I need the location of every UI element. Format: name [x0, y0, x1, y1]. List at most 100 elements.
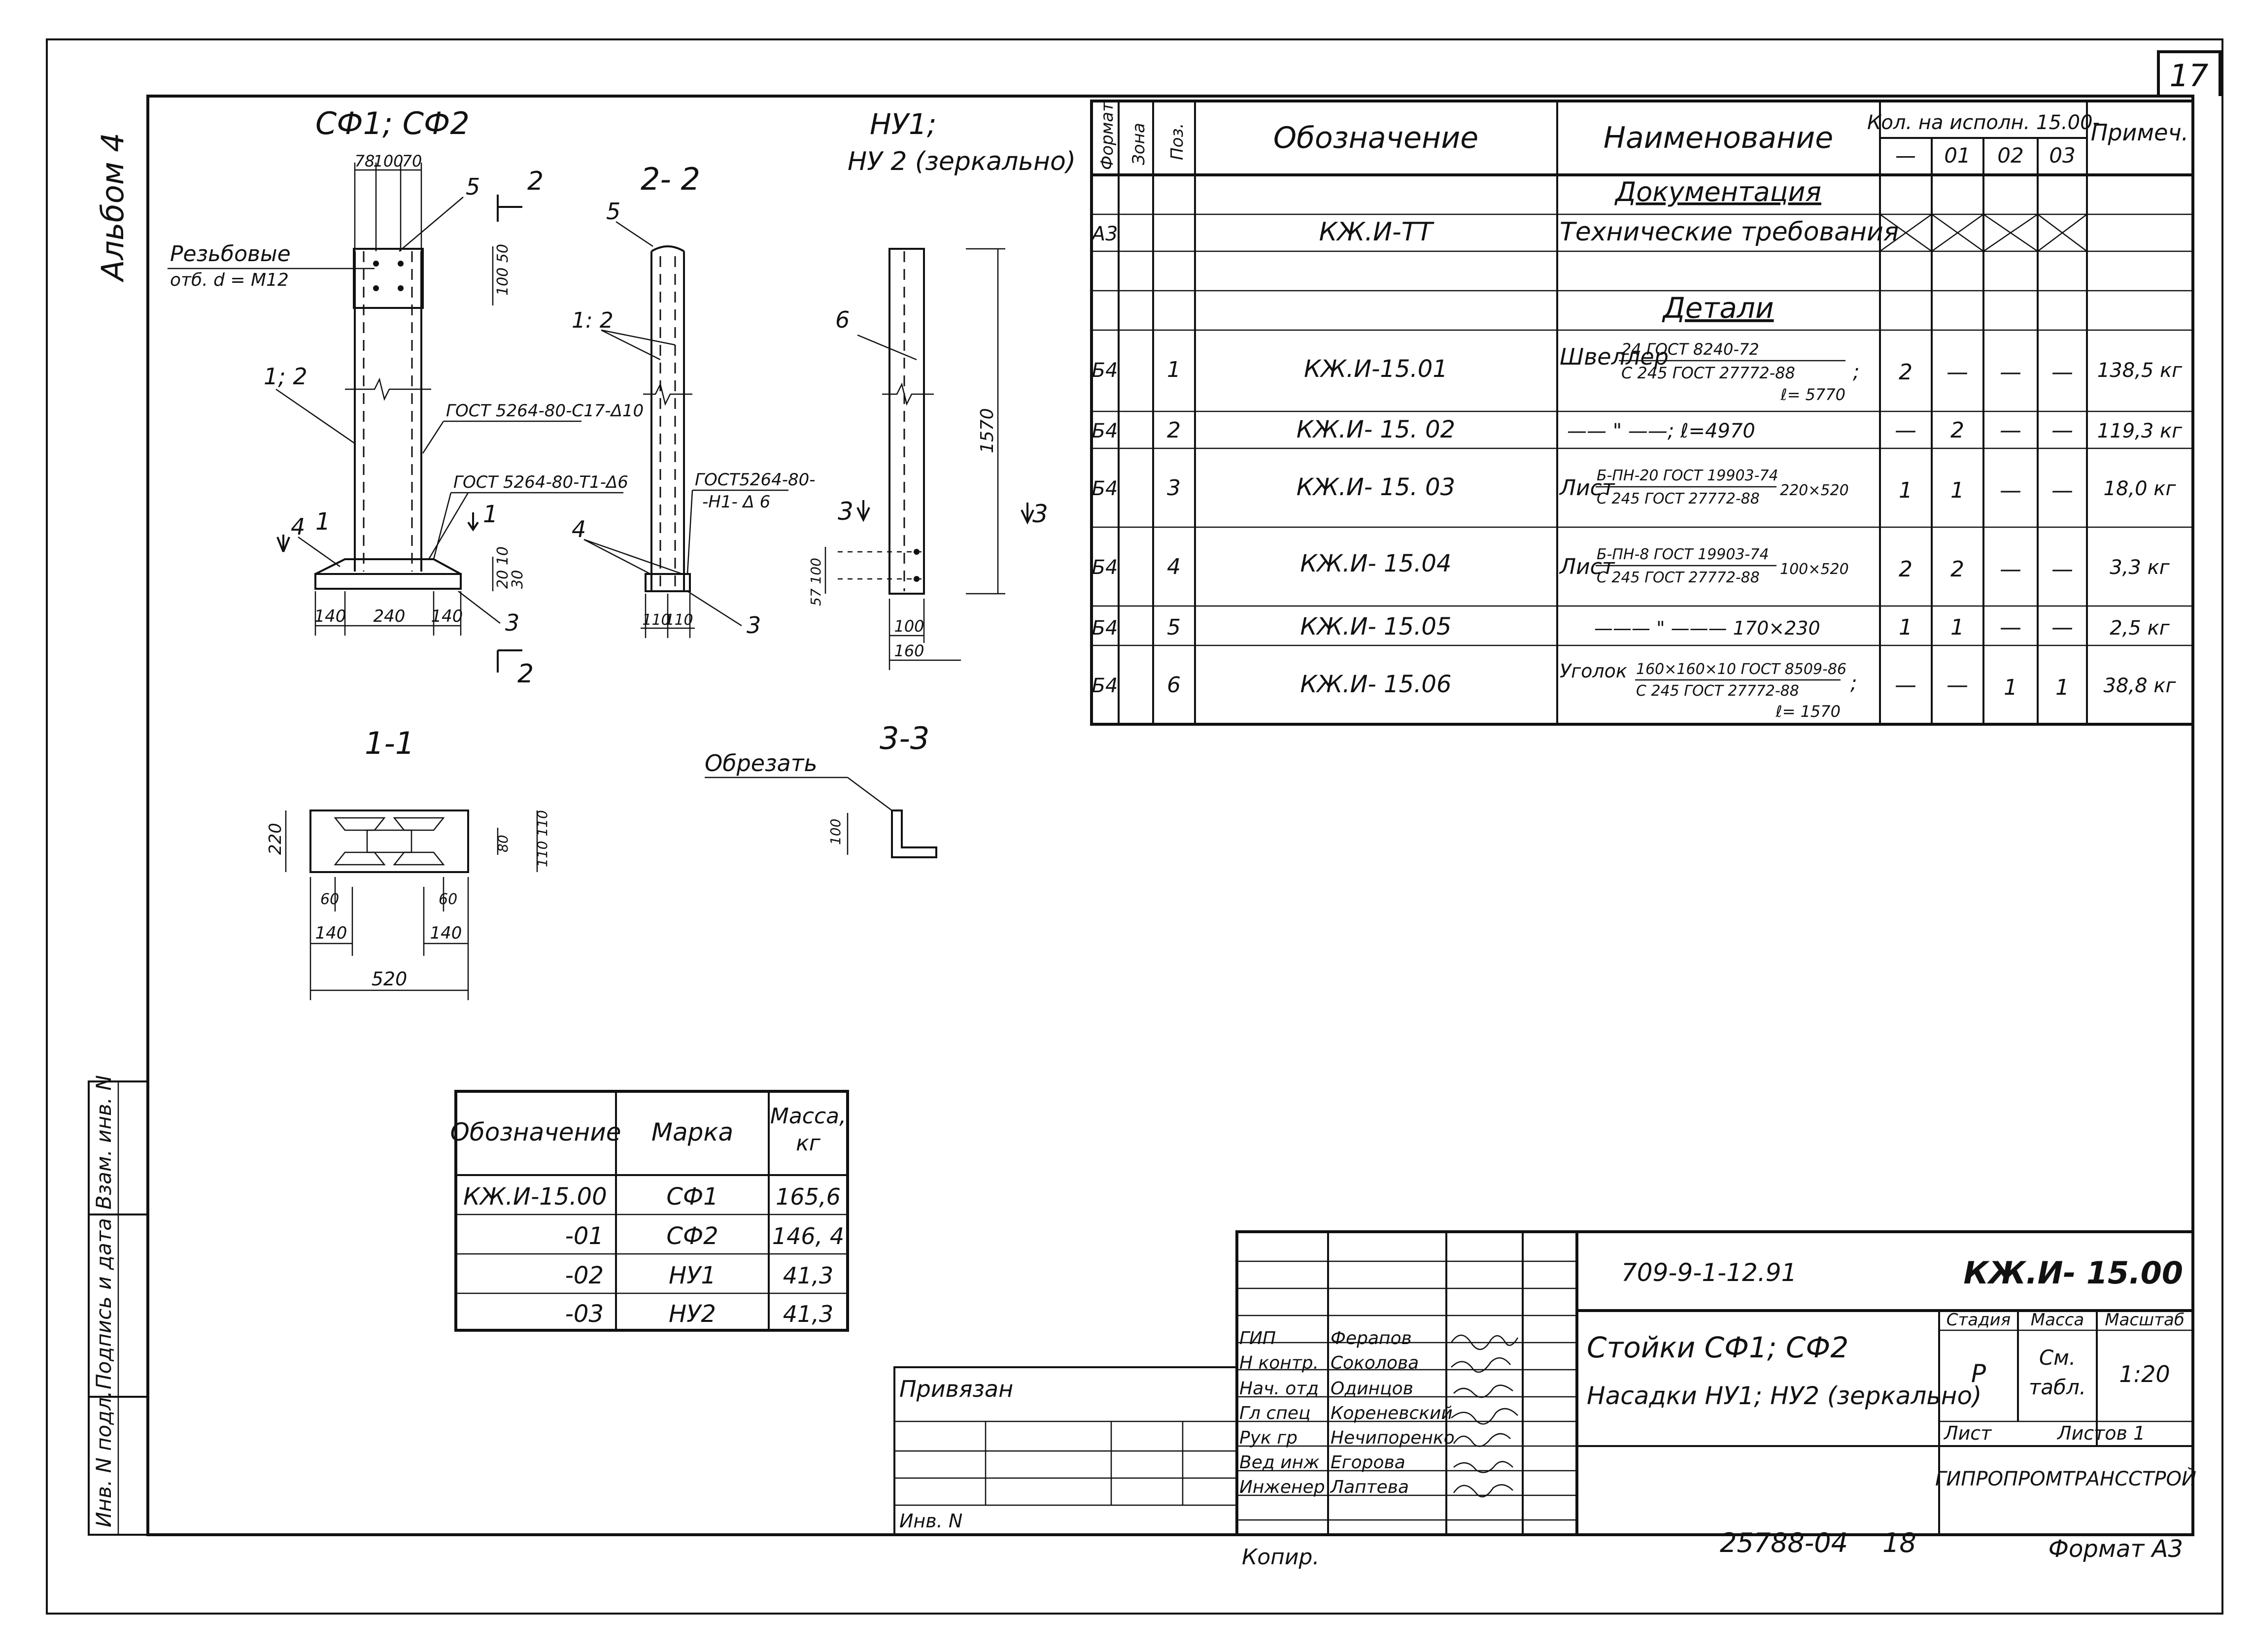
spec-table: Формат Зона Поз. Обозначение Наименовани… — [1090, 100, 2194, 726]
row5-pos: 5 — [1167, 615, 1181, 640]
dim-30: 30 — [509, 570, 526, 589]
label-cut: Обрезать — [705, 750, 818, 776]
row1-num: 24 ГОСТ 8240-72 — [1621, 340, 1759, 359]
weld-c1: ГОСТ5264-80- — [695, 470, 816, 490]
copied-label: Копир. — [1242, 1545, 1319, 1570]
tb-code: КЖ.И- 15.00 — [1964, 1255, 2183, 1291]
row2-q3: — — [2051, 418, 2073, 443]
weld-a: ГОСТ 5264-80-С17-Δ10 — [446, 401, 644, 421]
signatures — [1450, 1334, 1519, 1498]
spec-row-5: Б4 5 КЖ.И- 15.05 ——— " ——— 170×230 1 1 —… — [1092, 613, 2170, 641]
side-stamp: Инв. N подл. Подпись и дата Взам. инв. N — [88, 1075, 149, 1536]
section-11: 1-1 220 80 110 110 60 60 140 140 520 — [266, 725, 550, 1000]
dim-78: 78 — [355, 152, 375, 170]
row6-designation: КЖ.И- 15.06 — [1300, 671, 1452, 698]
row4-q0: 2 — [1899, 557, 1912, 582]
row3-designation: КЖ.И- 15. 03 — [1297, 473, 1455, 501]
row1-name: Швеллер — [1560, 343, 1669, 370]
sheet-number-box — [2157, 50, 2221, 96]
view-22-title: 2- 2 — [641, 161, 700, 197]
mass-head-designation: Обозначение — [450, 1118, 621, 1146]
row1-sep: ; — [1853, 361, 1859, 383]
spec-head-qty: Кол. на исполн. 15.00- — [1867, 111, 2100, 134]
stamp-inv-label: Инв. N подл. — [92, 1391, 116, 1528]
row4-designation: КЖ.И- 15.04 — [1300, 550, 1452, 577]
dim-100: 100 — [373, 152, 403, 170]
row3-pos: 3 — [1167, 475, 1181, 501]
label-holes: отб. d = М12 — [170, 270, 289, 290]
row1-pos: 1 — [1167, 357, 1181, 382]
row6-sep: ; — [1850, 672, 1857, 695]
tb-project: 709-9-1-12.91 — [1621, 1258, 1797, 1287]
tb-sheet-label: Лист — [1943, 1422, 1992, 1444]
sec-2-bottom: 2 — [517, 659, 534, 689]
spec-head-q1: 01 — [1944, 143, 1970, 168]
row4-size: 100×520 — [1780, 561, 1849, 578]
dim-160: 160 — [894, 641, 924, 660]
tb-mass-2: табл. — [2029, 1375, 2086, 1399]
bottom-sheet: 18 — [1882, 1527, 1916, 1558]
dim-140c: 140 — [315, 923, 347, 943]
dim-20-10: 20 10 — [494, 546, 512, 589]
row5-q2: — — [2000, 615, 2021, 640]
spec-head-zone: Зона — [1129, 123, 1149, 165]
spec-head-q0: — — [1895, 143, 1916, 168]
sheet-number: 17 — [2170, 58, 2209, 94]
tb-stage: Р — [1971, 1359, 1986, 1388]
mass-r4-mass: 41,3 — [783, 1301, 833, 1327]
view-nu-title: НУ1; — [870, 107, 936, 141]
stamp-replace-label: Взам. инв. N — [92, 1075, 116, 1210]
mass-head-mass: Масса, — [770, 1104, 846, 1129]
row3-q1: 1 — [1950, 478, 1964, 503]
row6-note: 38,8 кг — [2104, 674, 2177, 697]
dim-140d: 140 — [430, 923, 462, 943]
weld-b: ГОСТ 5264-80-Т1-Δ6 — [453, 472, 628, 492]
tb-staff-role-6: Вед инж — [1239, 1452, 1320, 1473]
row3-q3: — — [2051, 478, 2073, 503]
bottom-code: 25788-04 — [1720, 1527, 1848, 1558]
row5-designation: КЖ.И- 15.05 — [1300, 613, 1452, 641]
dim-140a: 140 — [314, 607, 346, 626]
row5-format: Б4 — [1092, 617, 1118, 640]
spec-row-2: Б4 2 КЖ.И- 15. 02 —— " ——; ℓ=4970 — 2 — … — [1092, 416, 2183, 443]
row2-designation: КЖ.И- 15. 02 — [1297, 416, 1455, 443]
row1-q3: — — [2051, 360, 2073, 385]
pos-4-22: 4 — [572, 516, 586, 542]
tb-staff-role-7: Инженер — [1239, 1477, 1325, 1497]
mass-table: Обозначение Марка Масса, кг КЖ.И-15.00 С… — [450, 1090, 849, 1332]
mass-r1-designation: КЖ.И-15.00 — [463, 1183, 607, 1211]
dim-140b: 140 — [431, 607, 463, 626]
spec-sec-details: Детали — [1661, 291, 1774, 325]
row6-extra: ℓ= 1570 — [1775, 702, 1841, 721]
row6-pos: 6 — [1167, 673, 1181, 698]
dim-1570: 1570 — [977, 408, 997, 453]
tb-staff-role-5: Рук гр — [1239, 1428, 1298, 1448]
row1-den: С 245 ГОСТ 27772-88 — [1621, 364, 1795, 382]
dim-240: 240 — [374, 607, 406, 626]
row1-designation: КЖ.И-15.01 — [1304, 355, 1448, 383]
row3-note: 18,0 кг — [2104, 477, 2177, 500]
dim-57-100: 57 100 — [808, 558, 824, 606]
tb-staff-role-1: ГИП — [1239, 1328, 1276, 1349]
pos-5-22: 5 — [606, 198, 620, 225]
spec-row-1: Б4 1 КЖ.И-15.01 Швеллер 24 ГОСТ 8240-72 … — [1092, 340, 2183, 404]
pos-5-sf: 5 — [466, 173, 480, 200]
view-nu: НУ1; НУ 2 (зеркально) 6 1570 57 100 100 … — [808, 107, 1076, 670]
spec-row-6: Б4 6 КЖ.И- 15.06 Уголок 160×160×10 ГОСТ … — [1092, 660, 2177, 721]
row3-name: Лист — [1559, 475, 1615, 501]
spec-row-4: Б4 4 КЖ.И- 15.04 Лист Б-ПН-8 ГОСТ 19903-… — [1092, 546, 2170, 586]
pos-3-22: 3 — [747, 612, 761, 639]
sec-3-right: 3 — [1032, 500, 1048, 528]
format-label: Формат А3 — [2049, 1535, 2183, 1563]
row5-q0: 1 — [1899, 615, 1912, 640]
row4-q3: — — [2051, 557, 2073, 582]
mass-r4-mark: НУ2 — [669, 1300, 716, 1328]
row3-q2: — — [2000, 478, 2021, 503]
tb-mass-1: См. — [2039, 1346, 2076, 1370]
row6-q0: — — [1895, 673, 1916, 698]
tb-scale-head: Масштаб — [2105, 1310, 2185, 1330]
mass-r2-designation: -01 — [565, 1222, 604, 1250]
spec-head-q3: 03 — [2049, 143, 2075, 168]
spec-doc-format: А3 — [1091, 223, 1118, 245]
